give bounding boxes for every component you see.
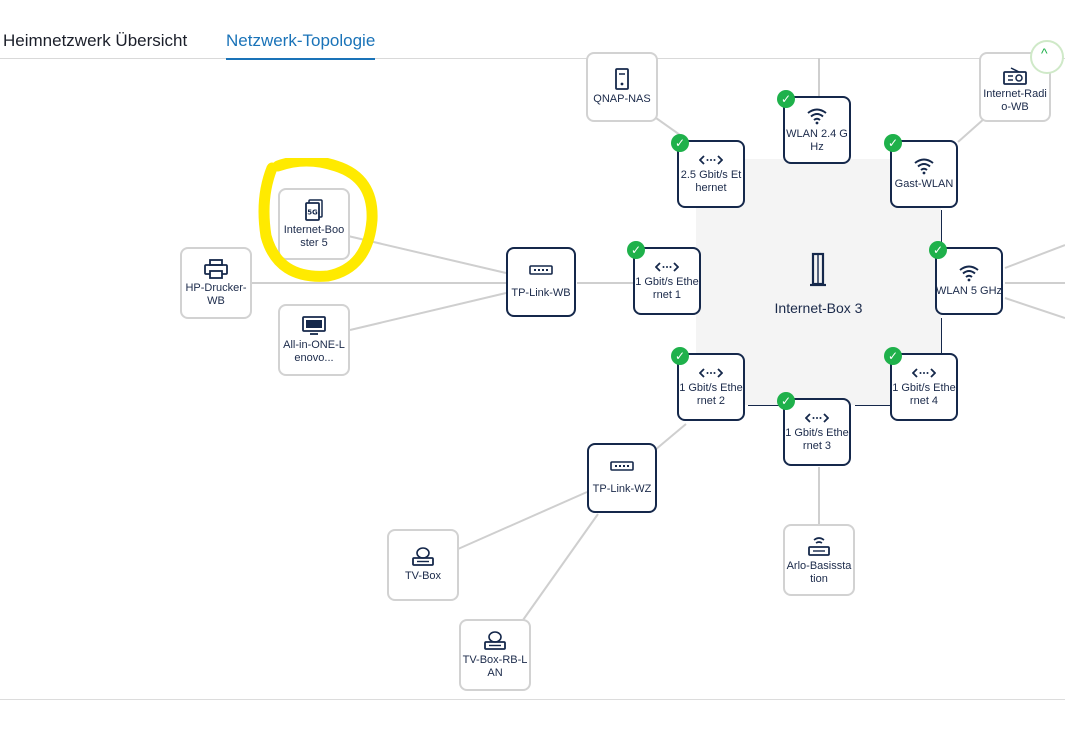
svg-text:5G: 5G (307, 208, 318, 216)
device-label: TV-Box-RB-LAN (462, 653, 528, 679)
port-label: 2.5 Gbit/s Ethernet (680, 168, 742, 194)
base-station-icon (808, 536, 830, 556)
port-ethernet-2[interactable]: 1 Gbit/s Ethernet 2 (677, 353, 745, 421)
switch-icon (610, 460, 634, 471)
device-label: TV-Box (404, 570, 442, 582)
booster-5g-icon: 5G (305, 198, 323, 221)
scroll-top-button[interactable] (1030, 40, 1064, 74)
device-label: All-in-ONE-Lenovo... (283, 338, 345, 364)
wifi-icon (807, 108, 827, 124)
bottom-divider (0, 699, 1065, 700)
device-hp-drucker-wb[interactable]: HP-Drucker-WB (180, 247, 252, 319)
port-ethernet-1[interactable]: 1 Gbit/s Ethernet 1 (633, 247, 701, 315)
status-check-icon: ✓ (671, 347, 689, 365)
port-label: 1 Gbit/s Ethernet 2 (679, 381, 743, 407)
tab-netzwerk-topologie[interactable]: Netzwerk-Topologie (226, 31, 376, 60)
status-check-icon: ✓ (777, 392, 795, 410)
ethernet-icon (805, 412, 829, 423)
port-label: Gast-WLAN (894, 178, 954, 190)
device-label: Internet-Booster 5 (283, 223, 345, 249)
port-label: 1 Gbit/s Ethernet 3 (785, 426, 849, 452)
device-all-in-one-lenovo[interactable]: All-in-ONE-Lenovo... (278, 304, 350, 376)
port-ethernet-3[interactable]: 1 Gbit/s Ethernet 3 (783, 398, 851, 466)
switch-tp-link-wb[interactable]: TP-Link-WB (506, 247, 576, 317)
device-qnap-nas[interactable]: QNAP-NAS (586, 52, 658, 122)
ethernet-icon (699, 154, 723, 165)
switch-tp-link-wz[interactable]: TP-Link-WZ (587, 443, 657, 513)
router-icon (810, 252, 826, 287)
wifi-icon (914, 158, 934, 175)
tv-box-icon (412, 547, 434, 566)
ethernet-icon (912, 367, 936, 378)
port-label: WLAN 2.4 GHz (786, 127, 848, 153)
status-check-icon: ✓ (627, 241, 645, 259)
switch-label: TP-Link-WZ (592, 482, 652, 495)
port-label: 1 Gbit/s Ethernet 1 (635, 275, 699, 301)
device-label: HP-Drucker-WB (185, 281, 247, 307)
nas-icon (615, 68, 629, 90)
highlight-marker (258, 158, 378, 282)
status-check-icon: ✓ (777, 90, 795, 108)
tab-heimnetzwerk-uebersicht[interactable]: Heimnetzwerk Übersicht (3, 31, 188, 50)
switch-icon (529, 264, 553, 275)
port-gast-wlan[interactable]: Gast-WLAN (890, 140, 958, 208)
device-tv-box[interactable]: TV-Box (387, 529, 459, 601)
port-2-5gbit-ethernet[interactable]: 2.5 Gbit/s Ethernet (677, 140, 745, 208)
router-label: Internet-Box 3 (774, 300, 863, 316)
radio-icon (1003, 67, 1027, 85)
tab-bar: Heimnetzwerk Übersicht Netzwerk-Topologi… (0, 0, 1065, 60)
device-tv-box-rb-lan[interactable]: TV-Box-RB-LAN (459, 619, 531, 691)
printer-icon (204, 258, 228, 279)
port-wlan-5ghz[interactable]: WLAN 5 GHz (935, 247, 1003, 315)
device-internet-booster-5[interactable]: 5G Internet-Booster 5 (278, 188, 350, 260)
device-label: Arlo-Basisstation (786, 559, 852, 585)
device-label: QNAP-NAS (593, 93, 651, 105)
port-label: 1 Gbit/s Ethernet 4 (892, 381, 956, 407)
tv-box-icon (484, 630, 506, 650)
status-check-icon: ✓ (929, 241, 947, 259)
device-arlo-basisstation[interactable]: Arlo-Basisstation (783, 524, 855, 596)
port-ethernet-4[interactable]: 1 Gbit/s Ethernet 4 (890, 353, 958, 421)
device-label: Internet-Radio-WB (983, 88, 1047, 113)
ethernet-icon (699, 367, 723, 378)
ethernet-icon (655, 261, 679, 272)
switch-label: TP-Link-WB (511, 286, 571, 299)
status-check-icon: ✓ (884, 347, 902, 365)
monitor-icon (302, 315, 326, 335)
wifi-icon (959, 265, 979, 282)
port-wlan-2-4ghz[interactable]: WLAN 2.4 GHz (783, 96, 851, 164)
status-check-icon: ✓ (884, 134, 902, 152)
port-label: WLAN 5 GHz (936, 285, 1003, 297)
status-check-icon: ✓ (671, 134, 689, 152)
